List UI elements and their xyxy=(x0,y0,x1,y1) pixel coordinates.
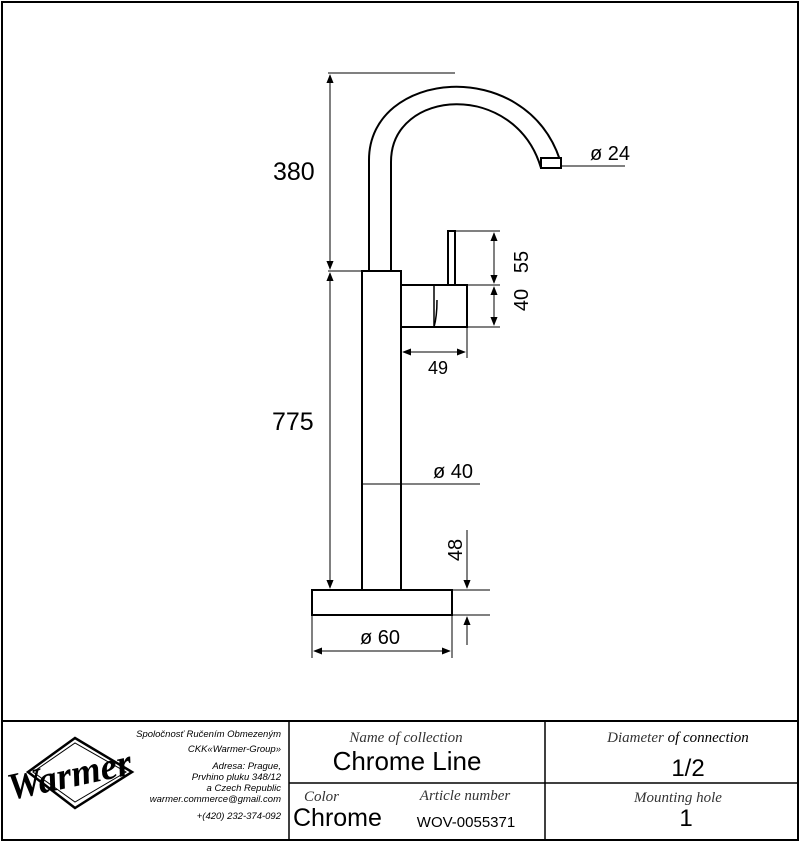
dim-lever-height: 55 xyxy=(511,251,533,273)
company-email: warmer.commerce@gmail.com xyxy=(150,794,281,805)
warmer-logo: Warmer xyxy=(4,736,137,810)
company-info: Spoločnosť Ručením Obmezeným CKK«Warmer-… xyxy=(136,729,282,822)
column xyxy=(361,270,402,592)
dimension-labels: 380 ø 24 55 40 49 775 ø 40 48 ø 60 xyxy=(272,143,630,649)
dim-spout-height: 380 xyxy=(273,158,315,186)
dim-base-height: 48 xyxy=(445,539,467,561)
diameter-label: Diameter of connection xyxy=(606,730,749,746)
company-line5: a Czech Republic xyxy=(207,783,282,794)
faucet-outline xyxy=(311,85,562,616)
spout-inner xyxy=(390,103,542,271)
dim-base-diameter: ø 60 xyxy=(360,627,400,649)
base xyxy=(311,589,453,616)
collection-label: Name of collection xyxy=(348,730,462,746)
article-label: Article number xyxy=(419,788,511,804)
dim-column-height: 775 xyxy=(272,408,314,436)
company-line3: Adresa: Prague, xyxy=(211,761,281,772)
company-line4: Prvhino pluku 348/12 xyxy=(192,772,282,783)
mounting-value: 1 xyxy=(679,805,692,832)
dim-column-diameter: ø 40 xyxy=(433,461,473,483)
dim-spout-diameter: ø 24 xyxy=(590,143,630,165)
color-label: Color xyxy=(304,789,339,805)
mounting-label: Mounting hole xyxy=(633,790,722,806)
dim-body-depth: 49 xyxy=(428,358,448,378)
spout-outer xyxy=(368,85,561,271)
dimension-lines xyxy=(311,72,625,658)
collection-value: Chrome Line xyxy=(333,746,482,776)
diameter-value: 1/2 xyxy=(671,755,704,782)
spout-tip xyxy=(540,157,562,169)
color-value: Chrome xyxy=(293,804,382,832)
handle-lever xyxy=(447,230,456,286)
company-phone: +(420) 232-374-092 xyxy=(197,811,282,822)
company-line1: Spoločnosť Ručením Obmezeným xyxy=(136,729,281,740)
article-value: WOV-0055371 xyxy=(417,814,515,831)
title-block xyxy=(2,720,798,840)
company-line2: CKK«Warmer-Group» xyxy=(188,744,281,755)
dim-body-height: 40 xyxy=(511,289,533,311)
